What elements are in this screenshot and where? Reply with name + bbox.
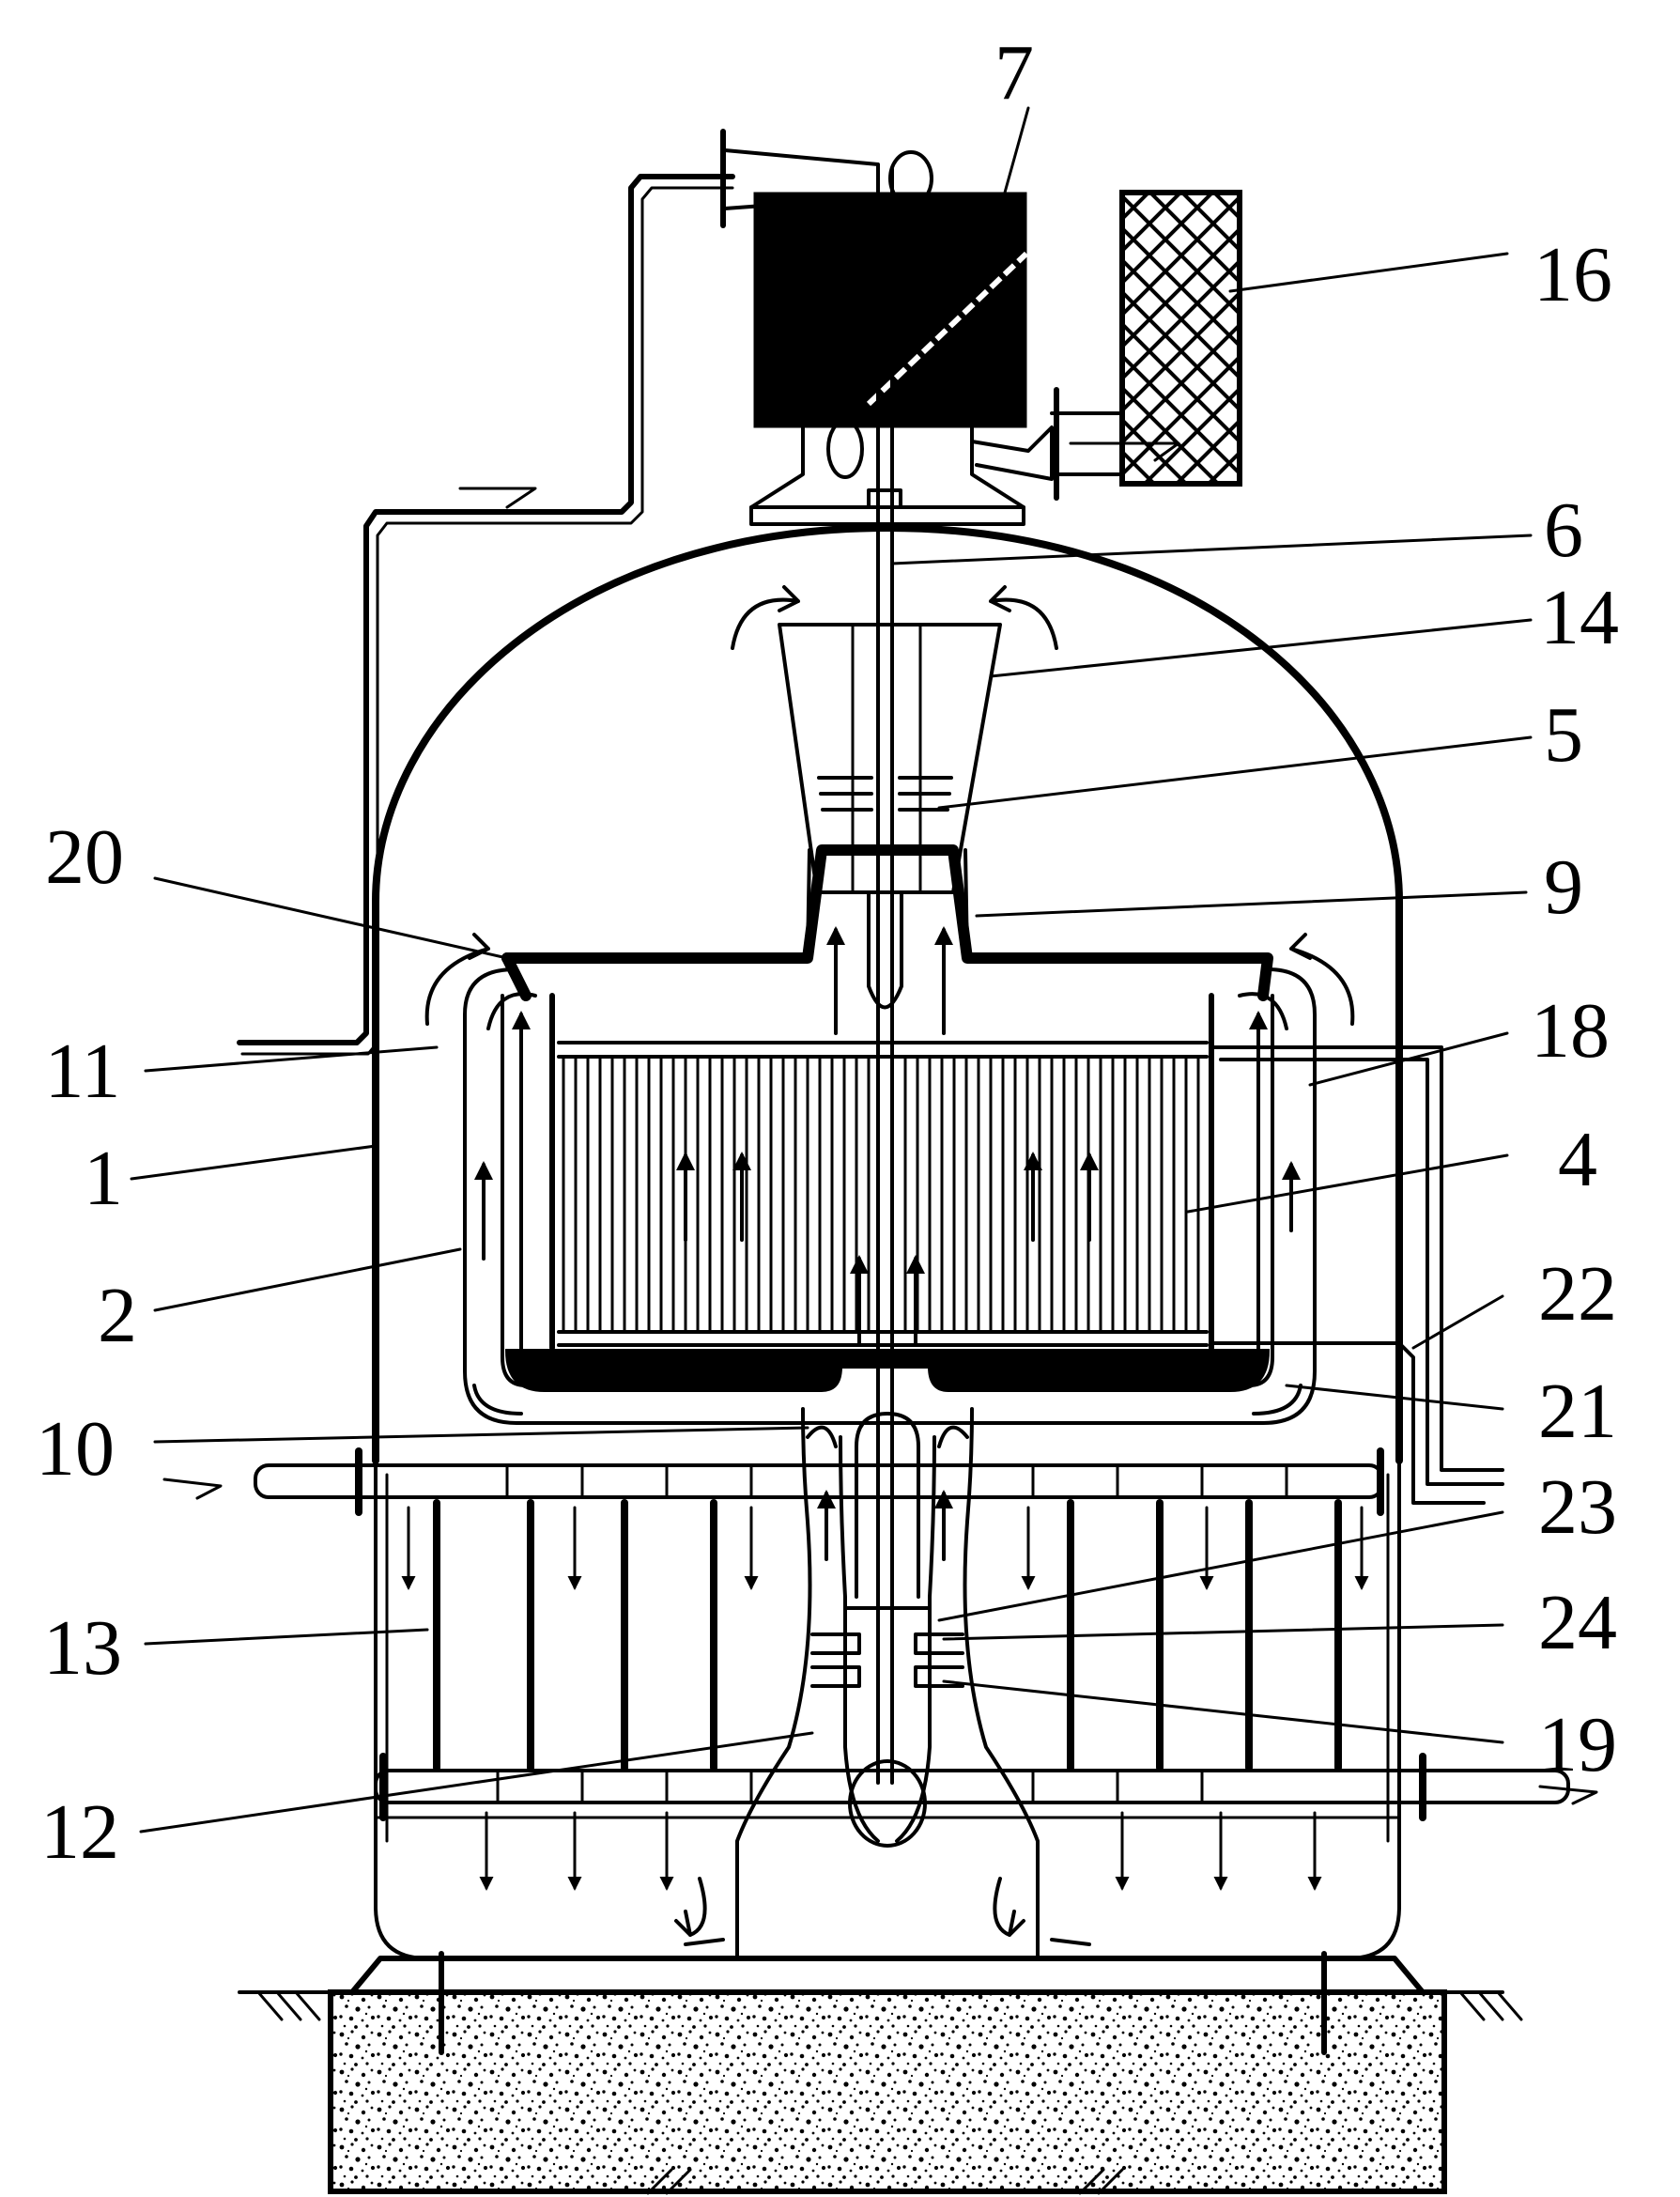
label-4: 4 bbox=[1558, 1116, 1597, 1203]
lower-shell bbox=[374, 1459, 1401, 1960]
recirculation-pipe bbox=[237, 174, 735, 1045]
lower-assembly bbox=[162, 1407, 1598, 1960]
lower-hub bbox=[855, 1412, 920, 1599]
heater-assembly bbox=[424, 844, 1504, 1505]
motor-diagonal bbox=[866, 251, 1029, 407]
top-assembly bbox=[237, 129, 1242, 1056]
upper-fan-assembly bbox=[731, 585, 1058, 1010]
lower-impeller-19 bbox=[810, 1632, 964, 1688]
base-plinth bbox=[349, 1956, 1426, 1995]
label-16: 16 bbox=[1534, 231, 1612, 318]
shaft-coupling bbox=[867, 488, 902, 509]
label-23: 23 bbox=[1538, 1463, 1617, 1551]
foundation-block bbox=[328, 1989, 1447, 2194]
foundation bbox=[238, 1951, 1523, 2195]
flow-curl-top-left bbox=[731, 585, 800, 650]
baffle-2 bbox=[463, 967, 1317, 1425]
label-11: 11 bbox=[45, 1028, 121, 1115]
label-14: 14 bbox=[1540, 574, 1619, 661]
downflow-arrows bbox=[401, 1506, 1369, 1891]
upper-hub bbox=[867, 890, 903, 1010]
bottom-tray-21 bbox=[504, 1349, 1271, 1392]
ground-hatch-bottom bbox=[646, 2168, 1124, 2195]
label-10: 10 bbox=[36, 1405, 115, 1493]
heating-coil-18 bbox=[1210, 1045, 1504, 1472]
lower-fan-nozzle-12 bbox=[735, 1407, 1040, 1960]
label-2: 2 bbox=[98, 1272, 137, 1359]
leader-lines bbox=[130, 106, 1533, 1833]
label-24: 24 bbox=[1538, 1579, 1617, 1666]
heating-tubes-4 bbox=[562, 1057, 1200, 1332]
upper-manifold-10 bbox=[162, 1447, 1384, 1516]
label-19: 19 bbox=[1538, 1701, 1617, 1788]
lower-hub-nose bbox=[848, 1759, 927, 1848]
label-12: 12 bbox=[40, 1788, 119, 1876]
recirculation-pipe-inner bbox=[240, 186, 734, 1056]
upper-impeller-5 bbox=[817, 776, 953, 812]
label-20: 20 bbox=[45, 813, 124, 901]
label-6: 6 bbox=[1544, 487, 1583, 574]
label-13: 13 bbox=[43, 1604, 122, 1692]
drive-shaft bbox=[867, 167, 902, 1785]
motor-mount-base bbox=[749, 505, 1025, 526]
label-18: 18 bbox=[1531, 987, 1610, 1075]
label-9: 9 bbox=[1544, 843, 1583, 931]
lower-manifold bbox=[374, 1753, 1598, 1821]
chimney-9 bbox=[806, 848, 969, 960]
flow-curl-top-right bbox=[989, 585, 1058, 650]
pipe-flow-arrow bbox=[458, 487, 537, 509]
coil-lower-22 bbox=[1210, 1341, 1486, 1505]
filter-unit bbox=[1119, 190, 1242, 487]
ground-hatch-left bbox=[256, 1990, 321, 2021]
heat-rods-13 bbox=[433, 1499, 1342, 1772]
top-tray-20 bbox=[501, 844, 1273, 1001]
label-5: 5 bbox=[1544, 691, 1583, 779]
label-21: 21 bbox=[1538, 1368, 1617, 1455]
label-7: 7 bbox=[994, 29, 1034, 116]
dome-cover bbox=[372, 524, 1403, 1464]
label-1: 1 bbox=[84, 1135, 123, 1222]
motor-lug-bottom bbox=[826, 419, 864, 479]
callout-labels: 7 16 6 14 5 9 18 4 22 21 23 24 19 20 11 … bbox=[36, 29, 1619, 1876]
outer-shell bbox=[372, 524, 1403, 1960]
ground-hatch-right bbox=[1458, 1990, 1523, 2021]
outlet-nozzle bbox=[970, 425, 1054, 481]
label-22: 22 bbox=[1538, 1250, 1617, 1338]
